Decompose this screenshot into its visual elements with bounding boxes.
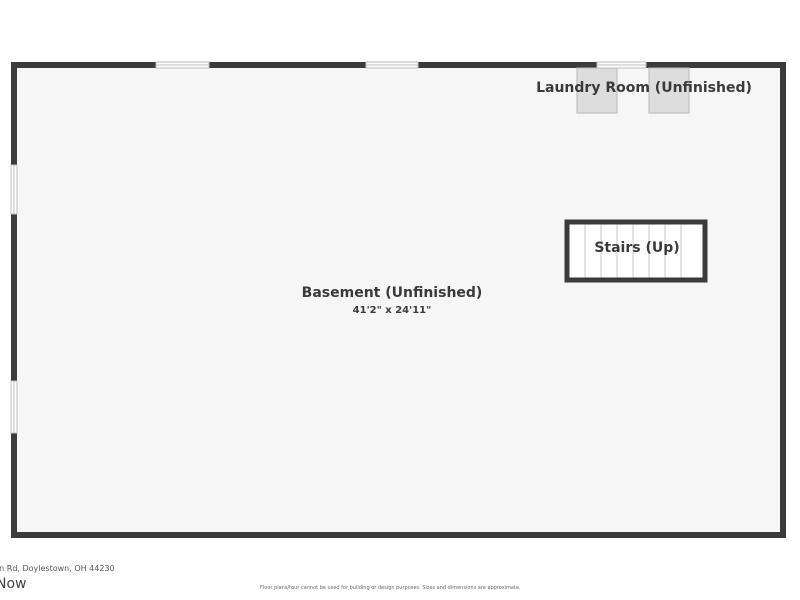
window-left-1	[10, 164, 18, 215]
laundry-room-label: Laundry Room (Unfinished)	[536, 80, 752, 96]
footer-brand: Now	[0, 576, 27, 592]
stairs	[564, 219, 708, 283]
basement-label: Basement (Unfinished)	[302, 285, 483, 301]
washer-fixture	[576, 67, 618, 114]
window-left-2	[10, 380, 18, 434]
stairs-label: Stairs (Up)	[594, 240, 679, 256]
basement-dimensions: 41'2" x 24'11"	[353, 305, 432, 316]
dryer-fixture	[648, 67, 690, 114]
window-top-3	[596, 61, 647, 69]
basement-floor	[14, 65, 783, 535]
footer-address: rn Rd, Doylestown, OH 44230	[0, 564, 115, 573]
window-top-2	[365, 61, 419, 69]
footer-disclaimer: Floor plans/tour cannot be used for buil…	[260, 585, 521, 591]
window-top-1	[155, 61, 210, 69]
